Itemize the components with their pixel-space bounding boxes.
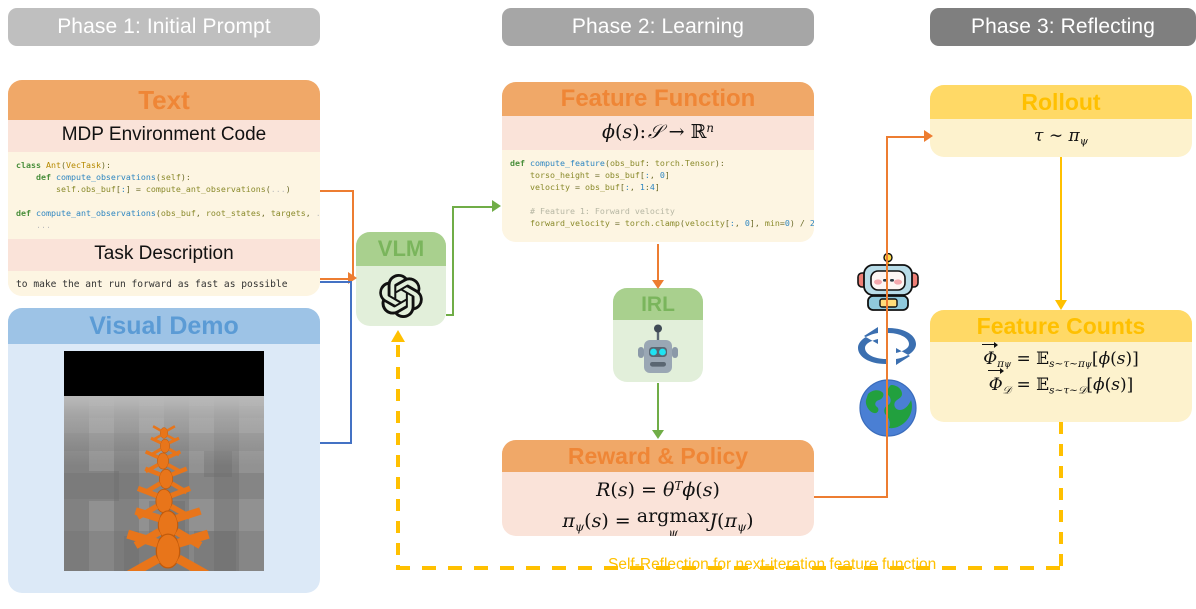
rollout-formula: τ ∼ πψ [1034, 126, 1088, 148]
text-card: Text MDP Environment Code class Ant(VecT… [8, 80, 320, 296]
irl-card-title: IRL [613, 288, 703, 320]
feature-counts-title: Feature Counts [930, 310, 1192, 342]
feature-function-code-block: def compute_feature(obs_buf: torch.Tenso… [502, 150, 814, 242]
phase-header-1-label: Phase 1: Initial Prompt [57, 15, 271, 38]
rollout-card-title: Rollout [930, 85, 1192, 119]
irl-card: IRL [613, 288, 703, 382]
text-card-title: Text [8, 80, 320, 120]
reward-policy-title: Reward & Policy [502, 440, 814, 472]
reward-policy-card: Reward & Policy R(s) = θTϕ(s) πψ(s) = ar… [502, 440, 814, 536]
task-description-subheading: Task Description [8, 238, 320, 271]
mdp-env-code-block: class Ant(VecTask): def compute_observat… [8, 151, 320, 239]
visual-demo-title: Visual Demo [8, 308, 320, 344]
phase-header-3-label: Phase 3: Reflecting [970, 15, 1155, 38]
feature-count-policy-equation: Φπψ = 𝔼s~τ~πψ[ϕ(s)] [930, 341, 1192, 373]
feature-counts-math: Φπψ = 𝔼s~τ~πψ[ϕ(s)] Φ𝒟 = 𝔼s~τ~𝒟[ϕ(s)] [930, 341, 1192, 399]
ant-figures [126, 425, 210, 571]
feature-counts-card: Feature Counts Φπψ = 𝔼s~τ~πψ[ϕ(s)] Φ𝒟 = … [930, 310, 1192, 422]
feature-function-card: Feature Function ϕ(s): 𝒮 → ℝn def comput… [502, 82, 814, 242]
visual-demo-image-wrap [8, 344, 320, 571]
robot-icon [613, 320, 703, 382]
mdp-env-code-subheading: MDP Environment Code [8, 120, 320, 152]
feature-function-title: Feature Function [502, 82, 814, 116]
reward-equation: R(s) = θTϕ(s) [596, 479, 720, 501]
feature-count-demo-equation: Φ𝒟 = 𝔼s~τ~𝒟[ϕ(s)] [930, 368, 1192, 399]
robot-glyph [638, 324, 678, 373]
feature-function-formula: ϕ(s): 𝒮 → ℝn [502, 116, 814, 150]
vlm-card: VLM [356, 232, 446, 326]
phase-header-2-label: Phase 2: Learning [571, 15, 745, 38]
phase-header-3: Phase 3: Reflecting [930, 8, 1196, 46]
self-reflection-label: Self-Reflection for next-iteration featu… [608, 556, 937, 573]
phase-header-2: Phase 2: Learning [502, 8, 814, 46]
cycle-arrows-glyph [858, 327, 916, 365]
phase-header-1: Phase 1: Initial Prompt [8, 8, 320, 46]
visual-demo-card: Visual Demo [8, 308, 320, 593]
vlm-card-title: VLM [356, 232, 446, 266]
openai-logo-glyph [379, 274, 423, 318]
ant-sim-render [64, 351, 264, 571]
ant-simulation-image [64, 351, 264, 571]
openai-logo-icon [356, 266, 446, 326]
task-description-text: to make the ant run forward as fast as p… [8, 270, 320, 296]
rollout-card: Rollout τ ∼ πψ [930, 85, 1192, 157]
refresh-cycle-icon [852, 320, 922, 377]
